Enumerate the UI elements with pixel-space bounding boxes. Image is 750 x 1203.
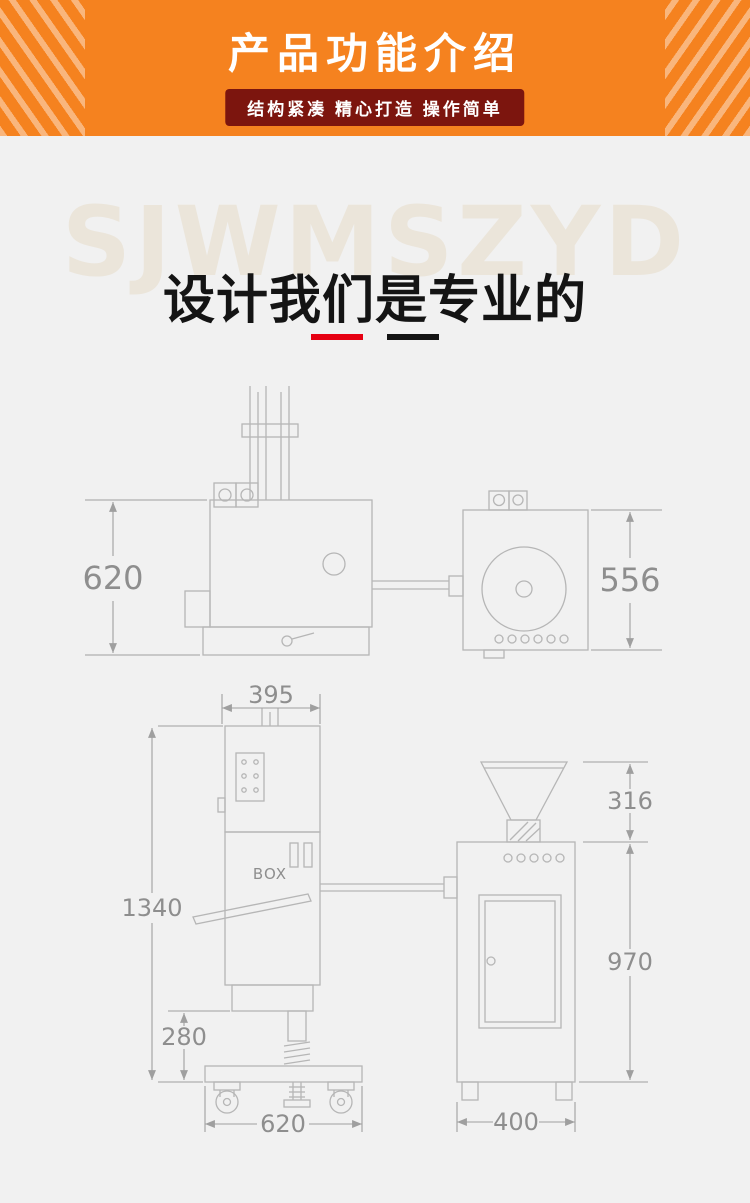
dim-label-depth: 400	[493, 1108, 539, 1136]
watermark-text: SJWMSZYD	[61, 186, 689, 298]
header-banner: 产品功能介绍 结构紧凑 精心打造 操作简单	[0, 0, 750, 136]
front-view-drawing	[462, 490, 589, 659]
dim-label-hopper-height: 316	[607, 787, 653, 815]
section-headline: 设计我们是专业的	[162, 273, 587, 330]
underline-red-segment	[311, 334, 363, 340]
dim-label-front-disc-height: 556	[599, 561, 660, 599]
box-label: BOX	[253, 865, 287, 883]
header-stripes-left-decoration	[0, 0, 85, 136]
page-title: 产品功能介绍	[227, 30, 522, 77]
headline-underline	[0, 334, 750, 340]
full-front-view-drawing	[192, 708, 458, 1114]
dim-label-side-height: 620	[82, 559, 143, 597]
underline-black-segment	[387, 334, 439, 340]
side-view-drawing	[184, 386, 464, 656]
header-subtitle: 结构紧凑 精心打造 操作简单	[225, 89, 525, 126]
dim-label-top-width: 395	[248, 681, 294, 709]
dim-label-total-height: 1340	[121, 894, 182, 922]
dim-label-base-lift: 280	[161, 1023, 207, 1051]
dim-label-body-height: 970	[607, 948, 653, 976]
dim-label-base-width: 620	[260, 1110, 306, 1138]
full-side-view-drawing	[456, 761, 576, 1101]
dimension-lines	[85, 499, 662, 1132]
